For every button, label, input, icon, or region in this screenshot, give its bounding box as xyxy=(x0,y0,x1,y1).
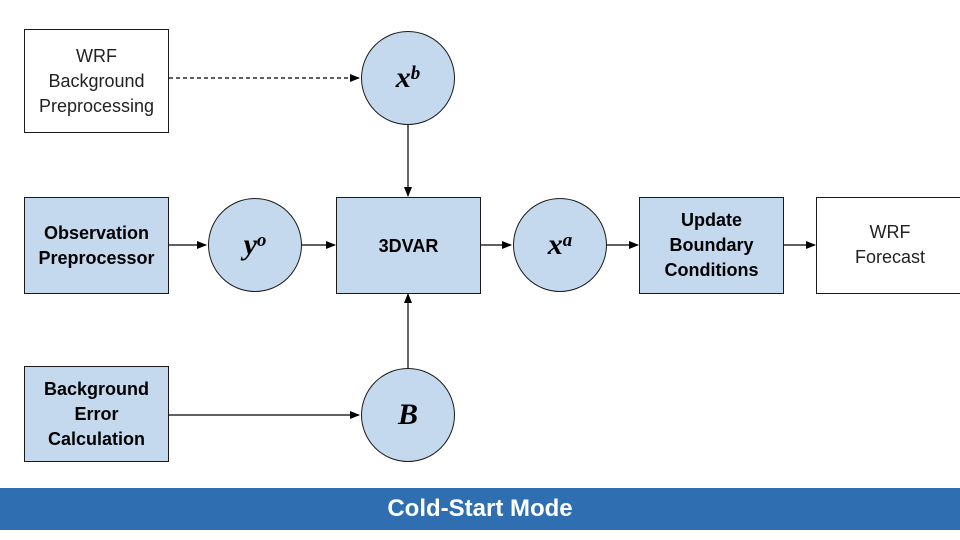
box-line: Preprocessor xyxy=(38,247,155,268)
threedvar-box: 3DVAR xyxy=(336,197,481,294)
box-line: WRF xyxy=(869,222,911,242)
box-line: 3DVAR xyxy=(378,236,439,256)
node-symbol: x xyxy=(547,228,563,261)
box-line: Observation xyxy=(43,222,150,243)
box-line: WRF xyxy=(76,45,117,66)
background-error-calculation-box: Background Error Calculation xyxy=(24,366,169,462)
box-line: Forecast xyxy=(854,247,926,267)
box-line: Background xyxy=(48,70,145,91)
wrf-background-preprocessing-box: WRF Background Preprocessing xyxy=(24,29,169,133)
footer-banner: Cold-Start Mode xyxy=(0,488,960,530)
node-symbol: y xyxy=(243,228,257,261)
box-line: Conditions xyxy=(664,260,759,280)
box-line: Boundary xyxy=(669,235,754,255)
observation-preprocessor-box: Observation Preprocessor xyxy=(24,197,169,294)
node-symbol: x xyxy=(395,61,411,94)
box-line: Calculation xyxy=(47,428,145,449)
wrf-forecast-box: WRF Forecast xyxy=(816,197,960,294)
box-line: Update xyxy=(680,210,742,230)
box-line: Background xyxy=(43,378,149,399)
update-boundary-conditions-box: Update Boundary Conditions xyxy=(639,197,784,294)
node-symbol: B xyxy=(397,398,418,431)
footer-title: Cold-Start Mode xyxy=(387,495,573,522)
box-line: Error xyxy=(74,403,119,424)
B-error-covariance-node: B xyxy=(361,368,455,462)
box-line: Preprocessing xyxy=(38,95,155,116)
